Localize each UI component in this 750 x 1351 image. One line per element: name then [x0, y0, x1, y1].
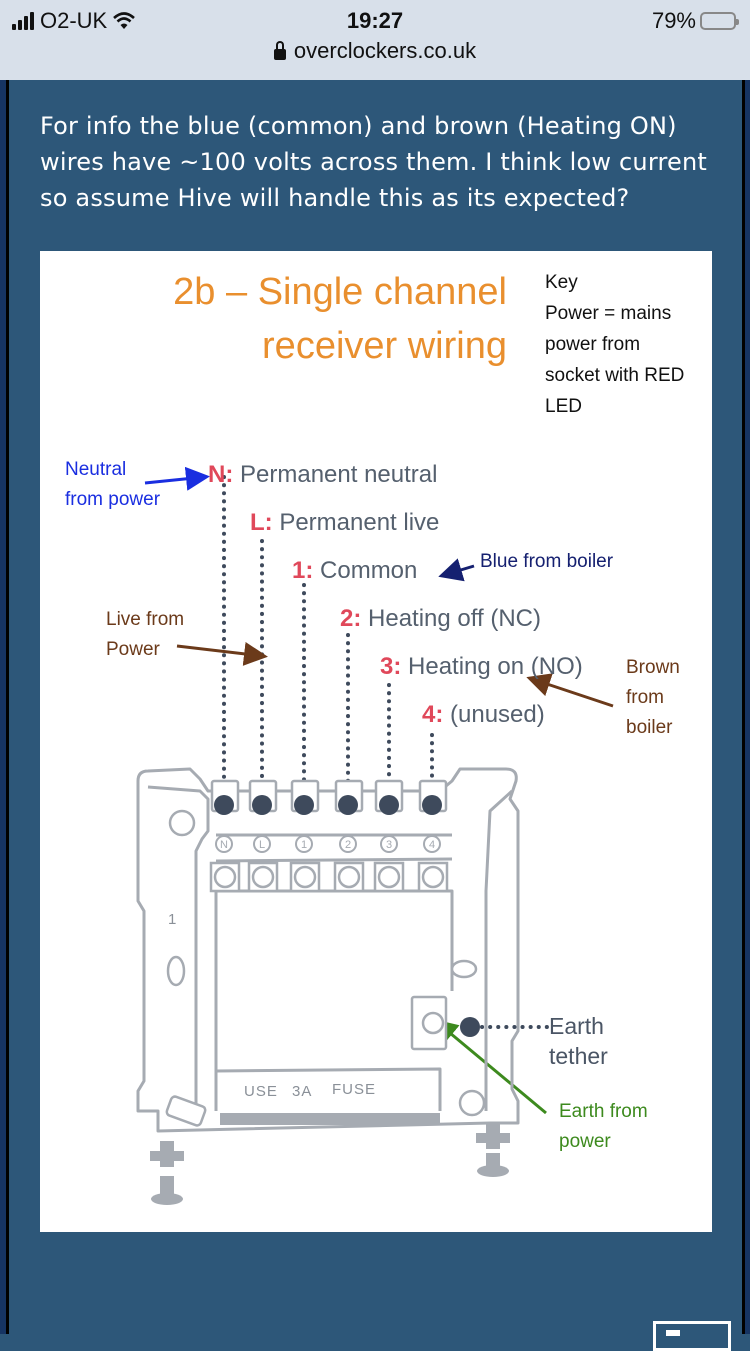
brown-from-boiler-note: Brown from boiler [626, 657, 680, 738]
backplate-inner-left [147, 785, 210, 1107]
clock: 19:27 [346, 8, 404, 33]
key-line: LED [545, 396, 582, 417]
lock-icon [273, 40, 286, 60]
wifi-icon [113, 12, 136, 29]
battery-status: 79% [651, 8, 739, 34]
terminal-label-3: 3: Heating on (NO) [380, 653, 583, 680]
diagram-title: 2b – Single channel receiver wiring [173, 265, 507, 373]
terminal-block: N L 1 2 3 4 [209, 779, 480, 1037]
battery-icon [700, 12, 739, 30]
terminal-label-l: L: Permanent live [250, 509, 440, 536]
page-border-left-line [6, 80, 9, 1334]
page-border-left [0, 80, 6, 1334]
post-body-text: For info the blue (common) and brown (He… [40, 112, 708, 212]
neutral-arrow [144, 466, 210, 491]
blue-from-boiler-note: Blue from boiler [480, 551, 614, 572]
cellular-signal-icon [12, 12, 34, 30]
page-border-right [745, 80, 750, 1334]
plate-one-text: 1 [168, 911, 178, 928]
earth-tether-note: Earth tether [549, 1013, 608, 1069]
marker-4: 4 [429, 839, 435, 851]
status-bar: O2-UK 19:27 79% overclockers.co.uk [0, 0, 750, 80]
diagram-drawing: N L 1 2 3 4 [136, 466, 614, 1205]
slot-right [450, 959, 478, 979]
marker-l: L [259, 839, 265, 851]
plate-fuse-text: FUSE [332, 1081, 377, 1098]
clip-left [165, 1095, 207, 1127]
terminal-label-2: 2: Heating off (NC) [340, 605, 541, 632]
earth-tether-dot [460, 1017, 480, 1037]
terminal-label-n: N: Permanent neutral [208, 461, 438, 488]
screw-bottom-right [458, 1089, 486, 1117]
key-line: Power = mains [545, 303, 672, 324]
earth-from-power-note: Earth from power [559, 1101, 648, 1152]
url-bar[interactable]: overclockers.co.uk [0, 38, 750, 64]
live-arrow [176, 641, 268, 666]
terminal-dot-4 [422, 795, 442, 815]
marker-1: 1 [301, 839, 307, 851]
title-line2: receiver wiring [262, 325, 507, 367]
screw-row-bottom [215, 857, 453, 863]
title-line1: 2b – Single channel [173, 271, 507, 313]
backplate [136, 767, 520, 1133]
battery-percent: 79% [651, 8, 696, 33]
terminal-dot-l [252, 795, 272, 815]
brown-arrow [526, 673, 614, 708]
url-text[interactable]: overclockers.co.uk [293, 38, 477, 63]
terminal-dot-3 [379, 795, 399, 815]
carrier-name: O2-UK [40, 8, 108, 33]
marker-3: 3 [386, 839, 392, 851]
screw-top-left [168, 809, 196, 837]
terminal-dot-n [214, 795, 234, 815]
key-heading: Key [545, 272, 578, 293]
key-line: socket with RED [545, 365, 685, 386]
carrier-info: O2-UK [12, 8, 136, 34]
live-from-power-note: Live from Power [106, 609, 185, 660]
slot-left [166, 955, 186, 987]
terminal-dot-1 [294, 795, 314, 815]
backplate-inner-right [484, 789, 514, 1111]
terminal-label-4: 4: (unused) [422, 701, 545, 728]
diagram-key: Key Power = mains power from socket with… [545, 267, 684, 422]
wiring-diagram-image[interactable]: N L 1 2 3 4 [40, 251, 712, 1232]
marker-n: N [220, 839, 228, 851]
key-line: power from [545, 334, 641, 355]
neutral-from-power-note: Neutral from power [65, 459, 161, 510]
blue-arrow [438, 558, 475, 582]
backplate-outline [136, 767, 520, 1133]
terminal-dot-2 [338, 795, 358, 815]
mounting-screws [165, 809, 486, 1127]
earth-arrow [433, 1019, 547, 1115]
terminal-label-1: 1: Common [292, 557, 418, 584]
page-border-right-line [742, 80, 745, 1334]
quote-button[interactable] [653, 1321, 731, 1351]
marker-2: 2 [345, 839, 351, 851]
bottom-screws [150, 1113, 510, 1205]
fuse-bay-bottom [215, 1067, 442, 1111]
plate-use-text: USE [244, 1083, 278, 1100]
dotted-leaders [222, 475, 550, 1029]
plate-amps-text: 3A [292, 1083, 313, 1100]
bottom-bar [220, 1113, 440, 1125]
